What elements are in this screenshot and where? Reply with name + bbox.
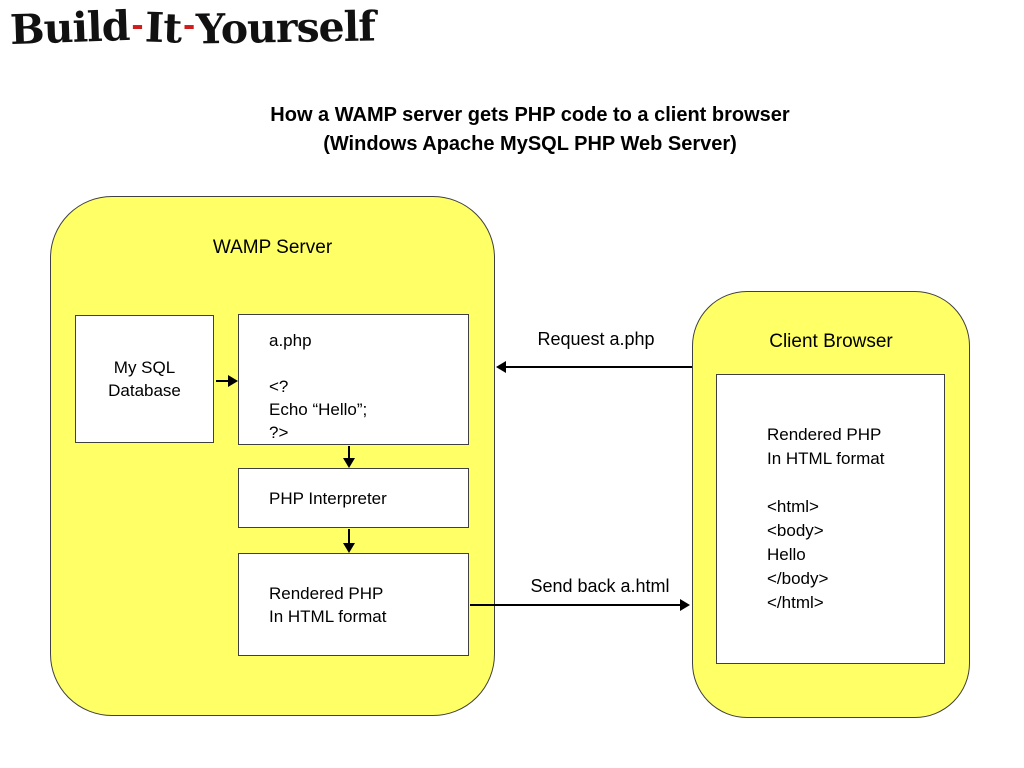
aphp-blank-line xyxy=(269,352,468,375)
client-html-line: Rendered PHP xyxy=(767,425,882,444)
arrow-request-head-icon xyxy=(496,361,506,373)
logo-word-build: Build xyxy=(9,1,131,55)
client-html-line: In HTML format xyxy=(767,449,885,468)
mysql-database-box: My SQL Database xyxy=(75,315,214,443)
client-html-line: Hello xyxy=(767,545,806,564)
arrow-interpreter-to-rendered-head-icon xyxy=(343,543,355,553)
rendered-php-box: Rendered PHP In HTML format xyxy=(238,553,469,656)
arrow-aphp-to-interpreter-line xyxy=(348,446,350,459)
title-line-2: (Windows Apache MySQL PHP Web Server) xyxy=(323,133,737,155)
php-interpreter-label: PHP Interpreter xyxy=(269,488,387,508)
mysql-database-text: Database xyxy=(108,381,181,400)
arrow-interpreter-to-rendered-line xyxy=(348,529,350,543)
arrow-mysql-to-aphp-head-icon xyxy=(228,375,238,387)
logo-word-yourself: Yourself xyxy=(195,2,376,54)
aphp-code-line: <? xyxy=(269,377,289,396)
client-html-line: <body> xyxy=(767,521,824,540)
arrow-mysql-to-aphp-line xyxy=(216,380,229,382)
arrow-aphp-to-interpreter-head-icon xyxy=(343,458,355,468)
logo-hyphen-icon: - xyxy=(182,8,195,43)
build-it-yourself-logo: Build-It-Yourself xyxy=(9,1,376,55)
arrow-request-line xyxy=(506,366,692,368)
wamp-server-label: WAMP Server xyxy=(212,237,333,258)
php-interpreter-box: PHP Interpreter xyxy=(238,468,469,528)
aphp-code-line: Echo “Hello”; xyxy=(269,400,368,419)
client-html-line: </html> xyxy=(767,593,824,612)
diagram-title: How a WAMP server gets PHP code to a cli… xyxy=(100,101,960,159)
arrow-send-back-line xyxy=(470,604,681,606)
arrow-send-back-head-icon xyxy=(680,599,690,611)
rendered-php-text: Rendered PHP xyxy=(269,583,384,603)
aphp-filename: a.php xyxy=(269,331,312,350)
client-html-line xyxy=(767,471,944,495)
logo-word-it: It xyxy=(143,3,182,53)
client-html-line: <html> xyxy=(767,497,819,516)
mysql-database-text: My SQL xyxy=(113,358,176,377)
logo-hyphen-icon: - xyxy=(131,8,143,43)
client-html-line: </body> xyxy=(767,569,829,588)
request-arrow-label: Request a.php xyxy=(537,329,655,349)
aphp-code-line: ?> xyxy=(269,423,289,442)
rendered-php-text: In HTML format xyxy=(269,606,387,626)
send-back-arrow-label: Send back a.html xyxy=(530,576,670,596)
title-line-1: How a WAMP server gets PHP code to a cli… xyxy=(270,104,790,126)
client-rendered-html-box: Rendered PHP In HTML format <html> <body… xyxy=(716,374,945,664)
client-browser-label: Client Browser xyxy=(769,331,893,352)
aphp-source-box: a.php <? Echo “Hello”; ?> xyxy=(238,314,469,445)
